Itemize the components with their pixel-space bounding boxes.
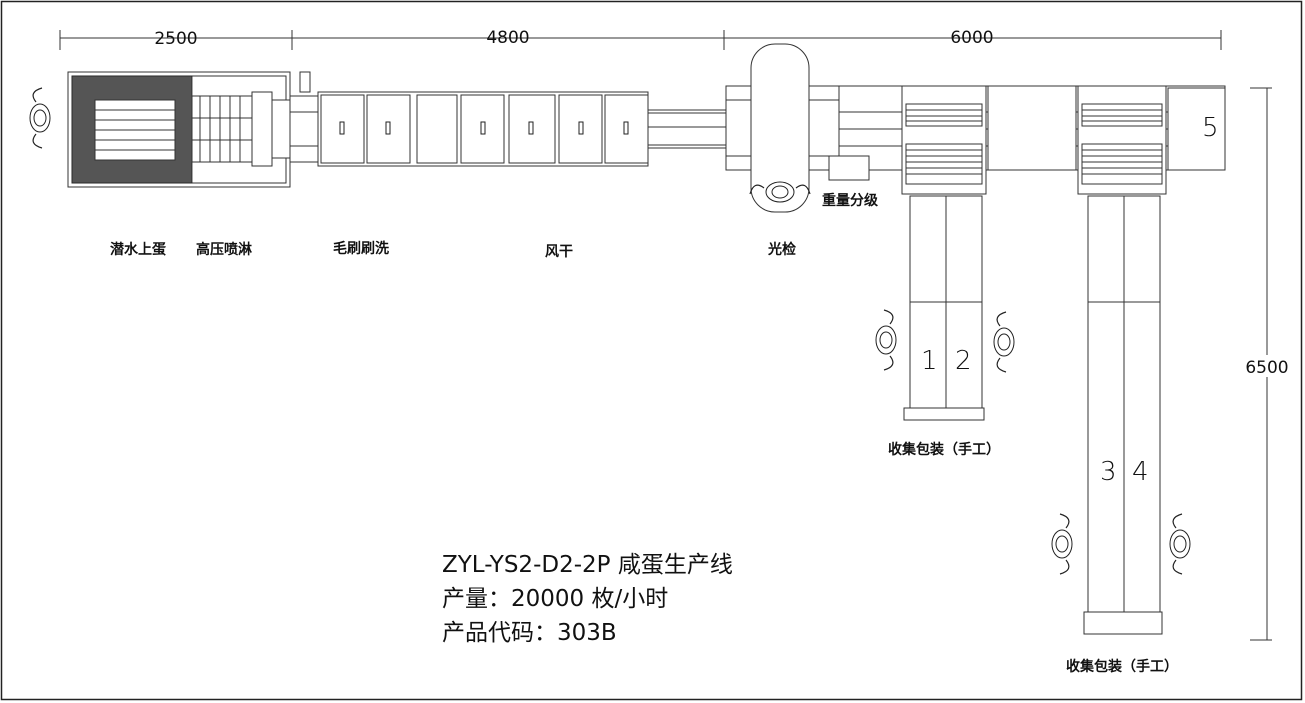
station-label-light-check: 光检 [767,241,796,258]
operator-icon [749,181,811,203]
lane-number-5: 5 [1202,113,1219,143]
dimension-label-6500: 6500 [1245,358,1288,378]
weight-grading-head-1 [901,85,987,195]
dimension-mask [1244,355,1288,377]
end-reject-box [987,85,1226,171]
weight-grading-head-2 [1077,85,1167,195]
station-label-air-drying: 风干 [545,244,573,260]
station-label-brush-washing: 毛刷刷洗 [333,240,389,257]
operator-icon [875,309,897,371]
packing-table-1-2 [903,195,985,421]
packing-table-3-4 [1083,195,1163,635]
light-check-station [725,43,840,213]
top-dimension-lines [59,30,1222,50]
info-model-line: ZYL-YS2-D2-2P 咸蛋生产线 [442,552,733,578]
conveyor-connector-1 [289,71,319,163]
lane-number-4: 4 [1132,457,1149,487]
lane-number-2: 2 [955,346,972,376]
dimension-label-2500: 2500 [154,29,197,49]
info-capacity-line: 产量：20000 枚/小时 [442,586,668,612]
operator-icon [993,311,1015,373]
brush-washer-and-dryer [317,91,649,167]
dimension-label-6000: 6000 [950,28,993,48]
station-label-weight-grading: 重量分级 [822,192,879,209]
dimension-label-4800: 4800 [486,28,529,48]
station-label-packing-2: 收集包装（手工） [1066,658,1178,675]
submerged-loader-machine [67,71,291,188]
station-label-submerged-loading: 潜水上蛋 [110,241,166,258]
operator-icon [29,87,51,149]
lane-number-3: 3 [1100,457,1117,487]
operator-icon [1051,513,1073,575]
station-label-packing-1: 收集包装（手工） [888,441,1000,458]
operator-icon [1169,513,1191,575]
lane-number-1: 1 [921,346,938,376]
conveyor-to-light-check [648,109,726,149]
info-product-code-line: 产品代码：303B [442,620,617,646]
station-label-high-pressure-spray: 高压喷淋 [196,241,252,258]
